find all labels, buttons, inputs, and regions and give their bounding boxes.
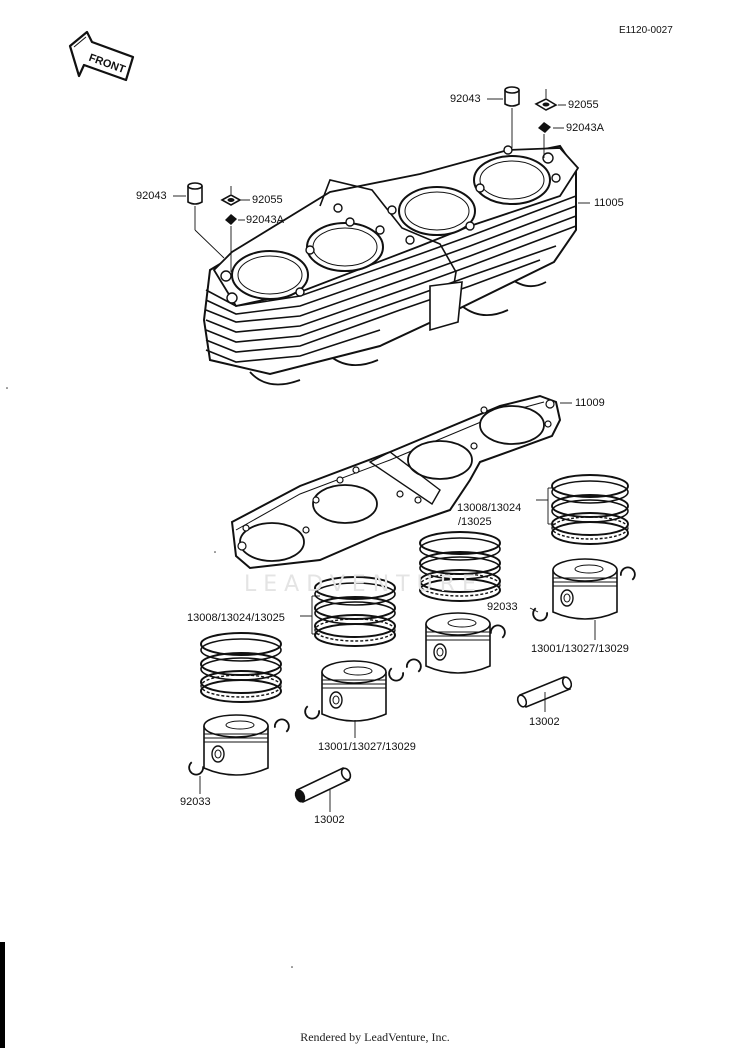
o-ring-left — [225, 214, 237, 225]
callout-rings-left[interactable]: 13008/13024/13025 — [187, 612, 285, 624]
callout-92055-left[interactable]: 92055 — [252, 194, 283, 206]
callout-piston-left[interactable]: 13001/13027/13029 — [318, 741, 416, 753]
callout-11005[interactable]: 11005 — [594, 197, 624, 209]
piston-4 — [552, 558, 618, 620]
callout-92033-right[interactable]: 92033 — [487, 601, 518, 613]
callout-rings-right-line1[interactable]: 13008/13024 — [457, 502, 522, 514]
piston-rings-set-1 — [200, 632, 282, 703]
dowel-pin-right — [504, 86, 520, 107]
piston-pin-right — [516, 675, 573, 709]
scan-edge-bar — [0, 942, 5, 1048]
callout-rings-right-line2[interactable]: /13025 — [458, 516, 492, 528]
callout-pin-left[interactable]: 13002 — [314, 814, 345, 826]
leader-lines-lower — [199, 487, 596, 812]
callout-92043-left[interactable]: 92043 — [136, 190, 167, 202]
leader-lines-upper — [173, 89, 590, 404]
o-ring-right — [538, 122, 551, 133]
callout-piston-right[interactable]: 13001/13027/13029 — [531, 643, 629, 655]
oil-seal-right — [534, 98, 558, 111]
dowel-pin-left — [187, 182, 203, 205]
callout-92043A-left[interactable]: 92043A — [246, 214, 284, 226]
callout-92055-right[interactable]: 92055 — [568, 99, 599, 111]
piston-rings-set-4 — [551, 474, 629, 545]
piston-pin-left — [294, 766, 352, 804]
callout-11009[interactable]: 11009 — [575, 397, 605, 409]
reference-code: E1120-0027 — [619, 25, 673, 36]
piston-1 — [203, 714, 269, 776]
piston-3 — [425, 612, 491, 674]
head-gasket — [230, 394, 562, 570]
footer-credit: Rendered by LeadVenture, Inc. — [300, 1030, 450, 1044]
callout-pin-right[interactable]: 13002 — [529, 716, 560, 728]
callout-92043-right[interactable]: 92043 — [450, 93, 481, 105]
watermark-logo: LEADVENTURE — [244, 572, 483, 597]
oil-seal-left — [220, 194, 242, 206]
cylinder-block — [202, 144, 580, 386]
front-arrow-icon — [68, 30, 135, 82]
callout-92043A-right[interactable]: 92043A — [566, 122, 604, 134]
callout-92033-left[interactable]: 92033 — [180, 796, 211, 808]
piston-2 — [321, 660, 387, 722]
